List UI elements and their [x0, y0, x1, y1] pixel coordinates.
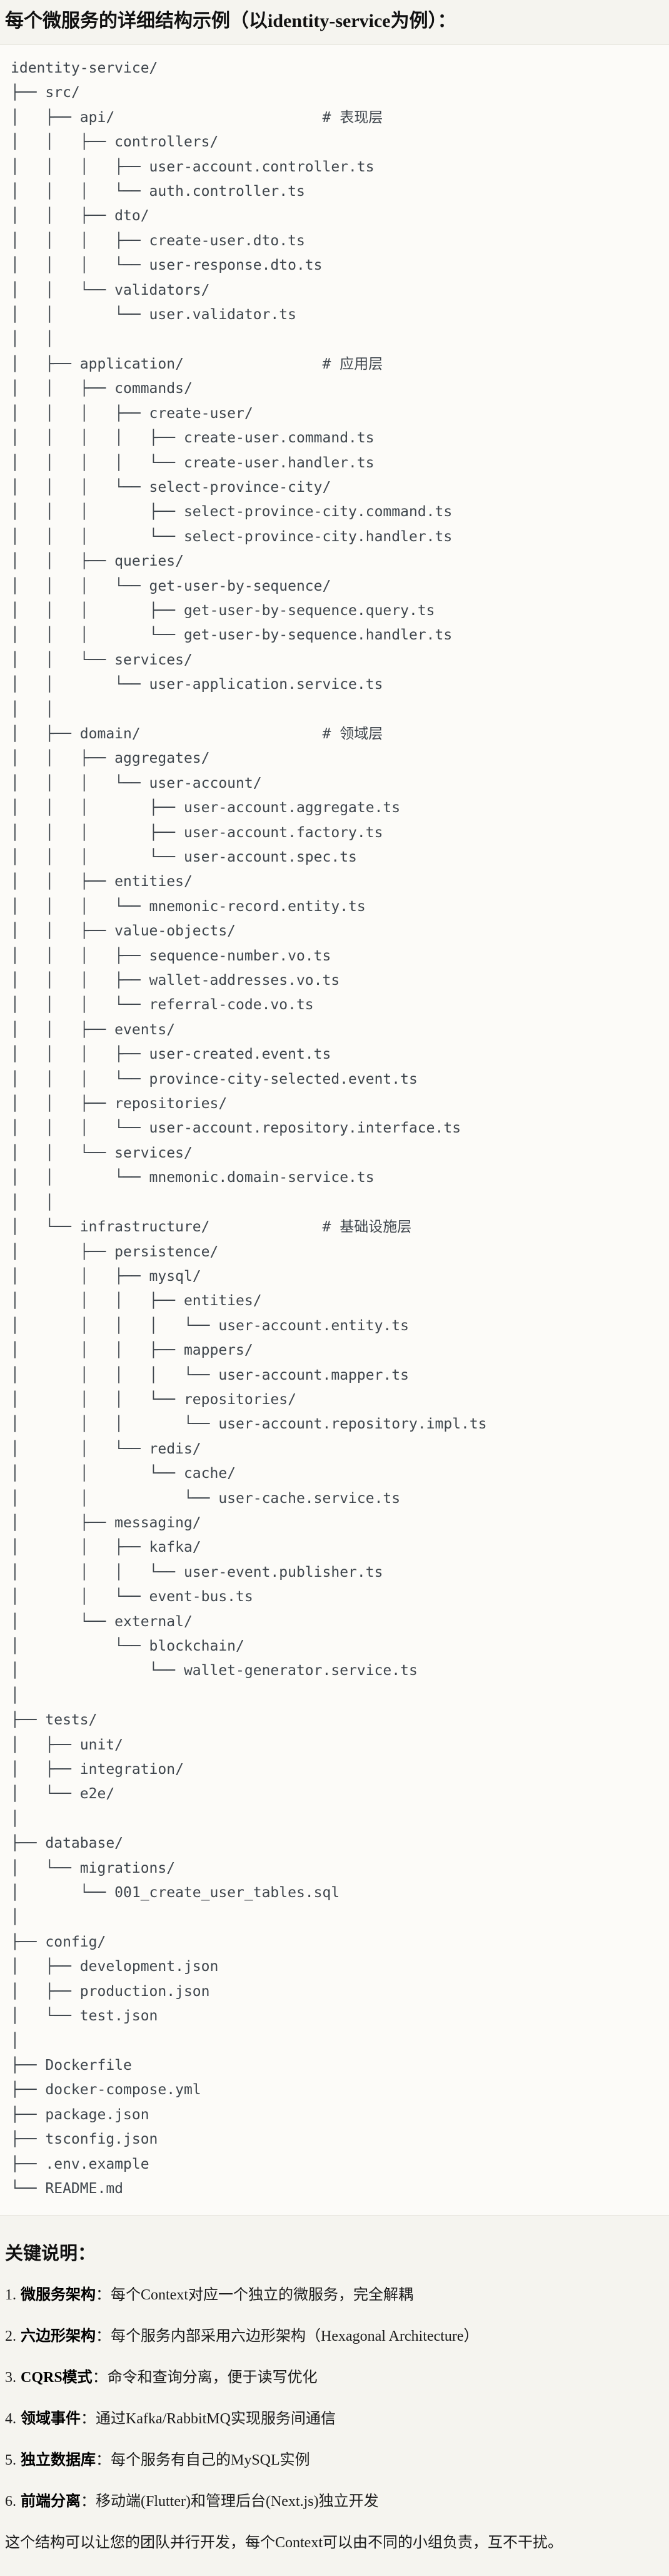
note-number: 2.: [5, 2328, 16, 2345]
note-label: 独立数据库: [21, 2452, 96, 2469]
note-colon: ：: [81, 2493, 96, 2510]
note-text: 每个服务内部采用六边形架构（Hexagonal Architecture）: [111, 2328, 479, 2345]
note-number: 6.: [5, 2493, 16, 2510]
note-item: 2. 六边形架构：每个服务内部采用六边形架构（Hexagonal Architec…: [5, 2327, 664, 2346]
note-number: 3.: [5, 2370, 16, 2386]
notes-footer: 这个结构可以让您的团队并行开发，每个Context可以由不同的小组负责，互不干扰…: [5, 2535, 563, 2552]
note-label: CQRS模式: [21, 2370, 93, 2386]
note-text: 每个服务有自己的MySQL实例: [111, 2452, 310, 2469]
note-number: 1.: [5, 2287, 16, 2304]
directory-tree-panel: identity-service/ ├── src/ │ ├── api/ # …: [0, 44, 669, 2216]
note-text: 命令和查询分离，便于读写优化: [107, 2370, 318, 2386]
note-number: 4.: [5, 2411, 16, 2428]
note-item: 4. 领域事件：通过Kafka/RabbitMQ实现服务间通信: [5, 2410, 664, 2429]
directory-tree: identity-service/ ├── src/ │ ├── api/ # …: [11, 60, 487, 2197]
note-item: 3. CQRS模式：命令和查询分离，便于读写优化: [5, 2368, 664, 2388]
note-text: 通过Kafka/RabbitMQ实现服务间通信: [96, 2411, 336, 2428]
note-item: 5. 独立数据库：每个服务有自己的MySQL实例: [5, 2451, 664, 2470]
note-colon: ：: [96, 2452, 111, 2469]
note-text: 每个Context对应一个独立的微服务，完全解耦: [111, 2287, 413, 2304]
note-label: 领域事件: [21, 2411, 81, 2428]
note-text: 移动端(Flutter)和管理后台(Next.js)独立开发: [96, 2493, 379, 2510]
note-colon: ：: [96, 2287, 111, 2304]
note-item: 6. 前端分离：移动端(Flutter)和管理后台(Next.js)独立开发: [5, 2492, 664, 2512]
page-title: 每个微服务的详细结构示例（以identity-service为例）：: [5, 11, 456, 31]
note-item: 1. 微服务架构：每个Context对应一个独立的微服务，完全解耦: [5, 2286, 664, 2305]
note-colon: ：: [92, 2370, 108, 2386]
note-label: 前端分离: [21, 2493, 81, 2510]
note-colon: ：: [96, 2328, 111, 2345]
notes-heading: 关键说明：: [5, 2244, 96, 2264]
note-label: 六边形架构: [21, 2328, 96, 2345]
note-number: 5.: [5, 2452, 16, 2469]
note-colon: ：: [81, 2411, 96, 2428]
note-label: 微服务架构: [21, 2287, 96, 2304]
